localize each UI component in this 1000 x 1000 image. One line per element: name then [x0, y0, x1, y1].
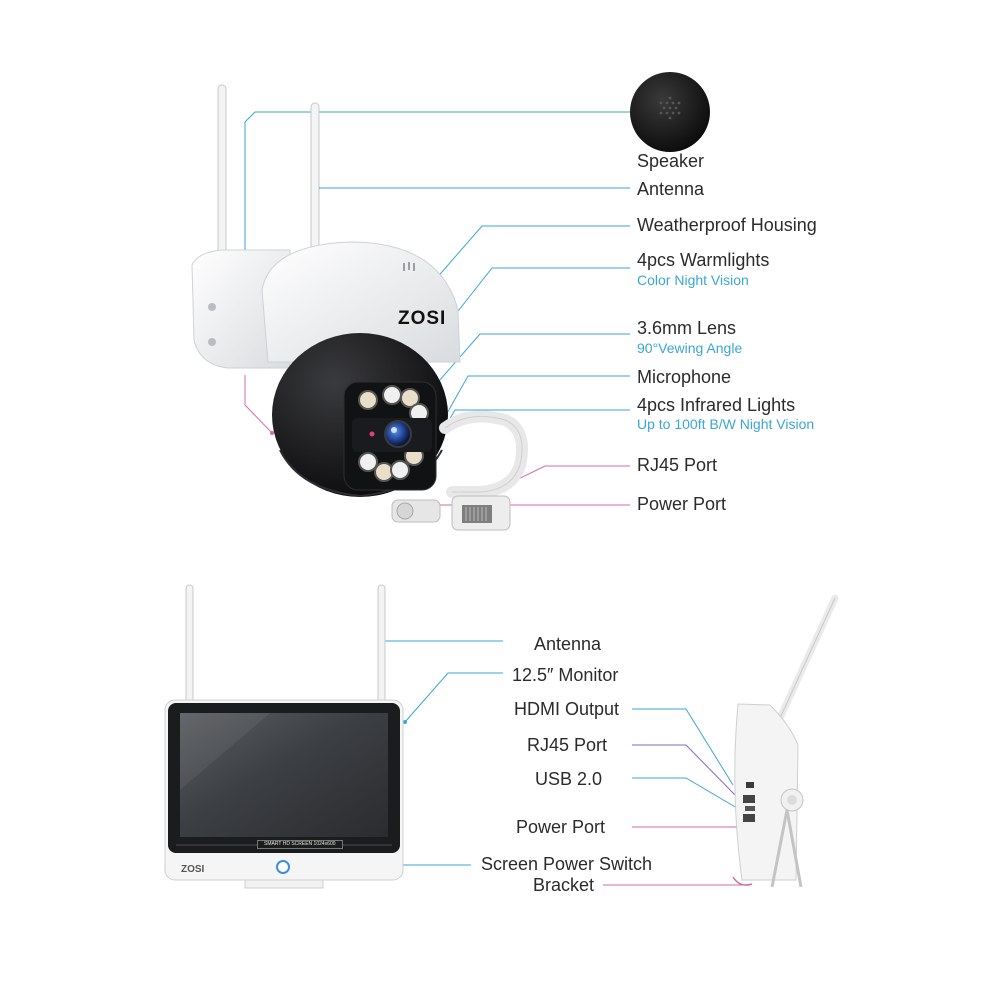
label-speaker: Speaker [637, 151, 705, 171]
camera-brand-logo: ZOSI [398, 308, 447, 329]
label-nvr-power-switch: Screen Power Switch [481, 854, 653, 874]
label-weatherproof-housing: Weatherproof Housing [637, 215, 817, 235]
label-infrared-lights: 4pcs Infrared Lights [637, 395, 796, 415]
label-lens-sub: 90°Vewing Angle [637, 340, 743, 356]
monitor-bezel-text: SMART HD SCREEN 1024x600 [257, 840, 343, 849]
label-warmlights-sub: Color Night Vision [637, 272, 749, 288]
label-nvr-monitor: 12.5″ Monitor [512, 665, 619, 685]
label-antenna: Antenna [637, 179, 705, 199]
label-power-port: Power Port [637, 494, 727, 514]
label-lens: 3.6mm Lens [637, 318, 737, 338]
label-nvr-hdmi: HDMI Output [514, 699, 620, 719]
label-nvr-rj45: RJ45 Port [527, 735, 608, 755]
label-microphone: Microphone [637, 367, 732, 387]
label-rj45-port: RJ45 Port [637, 455, 718, 475]
monitor-brand-logo: ZOSI [181, 864, 205, 875]
label-nvr-antenna: Antenna [534, 634, 602, 654]
label-infrared-lights-sub: Up to 100ft B/W Night Vision [637, 416, 815, 432]
label-warmlights: 4pcs Warmlights [637, 250, 770, 270]
label-nvr-power-port: Power Port [516, 817, 606, 837]
label-nvr-usb: USB 2.0 [535, 769, 603, 789]
label-nvr-bracket: Bracket [533, 875, 595, 895]
